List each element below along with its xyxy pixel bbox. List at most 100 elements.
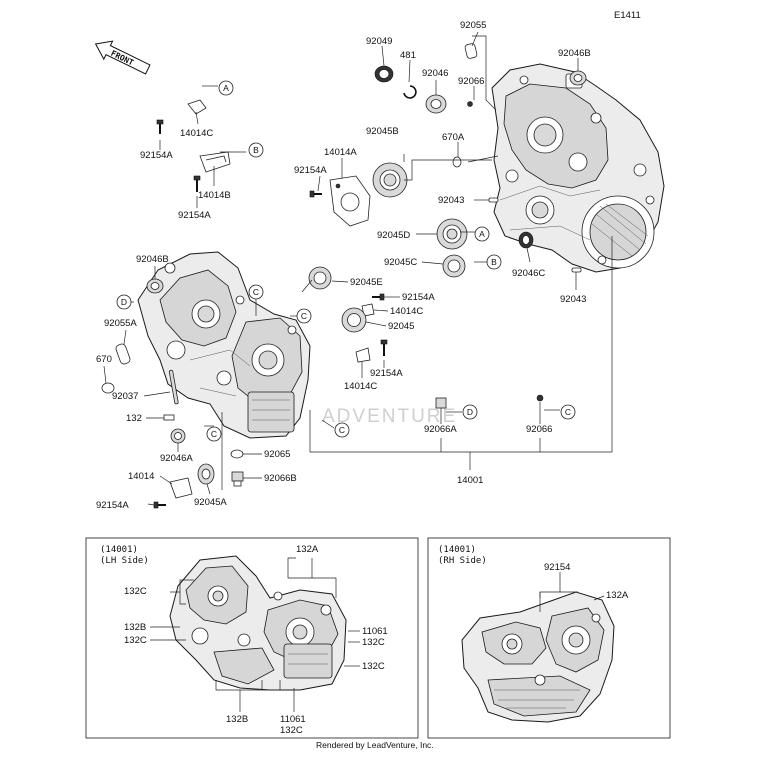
rh-leader-lines [539, 572, 605, 612]
svg-text:B: B [253, 145, 259, 155]
svg-text:C: C [565, 407, 571, 417]
bolt-92154A-tl [156, 119, 164, 134]
label-92046B-left: 92046B [136, 254, 169, 265]
plug-92066B [231, 471, 244, 487]
lh-side-box: (14001) (LH Side) [85, 537, 419, 739]
label-92066-top: 92066 [458, 76, 484, 87]
lh-label-11061-1: 11061 [362, 626, 388, 637]
circlip-481 [403, 85, 417, 99]
bolt-92154A-r1 [372, 293, 385, 301]
lh-callouts: 132C 132A 132B 132C 11061 132C 132C 132B… [124, 544, 388, 736]
label-92045E: 92045E [350, 277, 383, 288]
rh-box-title: (14001) [438, 545, 476, 555]
label-92154A-tl: 92154A [140, 150, 173, 161]
label-92046: 92046 [422, 68, 448, 79]
label-670A: 670A [442, 132, 465, 143]
ref-circle-c-5: C [560, 404, 576, 420]
pin-92043-mid [488, 197, 499, 203]
label-92066-low: 92066 [526, 424, 552, 435]
lh-label-132C-3: 132C [362, 637, 385, 648]
bearing-92046B-left [146, 278, 164, 294]
front-arrow-icon: FRONT [94, 40, 151, 75]
oil-seal-92049 [374, 65, 394, 83]
oring-670 [101, 382, 115, 394]
label-92046A: 92046A [160, 453, 193, 464]
ref-circle-a-1: A [218, 80, 234, 96]
ref-circle-c-2: C [296, 308, 312, 324]
lh-label-132C-4: 132C [362, 661, 385, 672]
label-14014C-r: 14014C [390, 306, 423, 317]
pin-92066-low [536, 394, 544, 402]
label-92045A: 92045A [194, 497, 227, 508]
label-14001: 14001 [457, 475, 483, 486]
rh-side-box: (14001) (RH Side) 92154 132A [427, 537, 671, 739]
right-crankcase-half [491, 63, 665, 273]
rh-label-92154: 92154 [544, 562, 570, 573]
lh-label-132A: 132A [296, 544, 319, 555]
label-14014A: 14014A [324, 147, 357, 158]
lh-crankcase-drawing [169, 555, 347, 691]
label-481: 481 [400, 50, 416, 61]
left-crankcase-half [137, 251, 311, 439]
label-92046C: 92046C [512, 268, 545, 279]
bolt-92154A-r2 [380, 339, 388, 356]
plug-132 [163, 414, 175, 421]
label-92154A-bl: 92154A [96, 500, 129, 511]
lh-leader-lines [150, 557, 360, 712]
bolt-92154A-bl [153, 501, 166, 509]
plug-92066A [435, 397, 447, 409]
label-92055: 92055 [460, 20, 486, 31]
bearing-92046B-top [569, 70, 587, 86]
ref-circle-c-4: C [334, 422, 350, 438]
svg-text:C: C [211, 429, 217, 439]
lh-box-subtitle: (LH Side) [100, 556, 149, 566]
label-14014C-r2: 14014C [344, 381, 377, 392]
lh-label-132C-2: 132C [124, 635, 147, 646]
seal-92046C [518, 231, 534, 249]
svg-text:B: B [491, 257, 497, 267]
label-92043-right: 92043 [560, 294, 586, 305]
rh-label-132A: 132A [606, 590, 629, 601]
needle-bearing-92046 [425, 94, 447, 114]
label-92043-mid: 92043 [438, 195, 464, 206]
footer-credit: Rendered by LeadVenture, Inc. [316, 740, 434, 750]
svg-text:C: C [339, 425, 345, 435]
lh-label-11061-2: 11061 [280, 714, 306, 725]
plate-14014C-r2 [355, 347, 371, 363]
watermark: ADVENTURE [322, 406, 457, 427]
svg-text:A: A [479, 229, 485, 239]
svg-text:D: D [467, 407, 473, 417]
ball-bearing-92045B [372, 162, 408, 198]
washer-92065 [230, 449, 244, 459]
label-92045: 92045 [388, 321, 414, 332]
bolt-92154A-b [193, 175, 201, 192]
oring-670A [452, 156, 462, 168]
rh-callouts: 92154 132A [544, 562, 629, 601]
cover-14014A [329, 175, 371, 227]
svg-text:C: C [301, 311, 307, 321]
bearing-92046A [170, 428, 186, 444]
plate-14014B [199, 151, 231, 173]
bolt-92154A-mid [309, 190, 322, 198]
ball-bearing-92045A [197, 463, 215, 485]
lh-label-132C-5: 132C [280, 725, 303, 736]
plate-14014 [169, 477, 193, 499]
label-670: 670 [96, 354, 112, 365]
label-92154A-r2: 92154A [370, 368, 403, 379]
label-92154A-r1: 92154A [402, 292, 435, 303]
label-92055A: 92055A [104, 318, 137, 329]
pin-92043-right [571, 267, 582, 273]
rh-box-subtitle: (RH Side) [438, 556, 487, 566]
svg-text:C: C [253, 287, 259, 297]
label-92066B: 92066B [264, 473, 297, 484]
plate-14014C-top [187, 99, 207, 115]
ball-bearing-92045D [436, 218, 468, 250]
label-92046B-top: 92046B [558, 48, 591, 59]
lh-label-132C-1: 132C [124, 586, 147, 597]
oring-92055 [464, 43, 478, 59]
label-92049: 92049 [366, 36, 392, 47]
callout-labels: 92055 92049 481 92046 92066 92046B 92045… [96, 20, 591, 511]
ref-circle-a-2: A [474, 226, 490, 242]
ref-circle-b-2: B [486, 254, 502, 270]
